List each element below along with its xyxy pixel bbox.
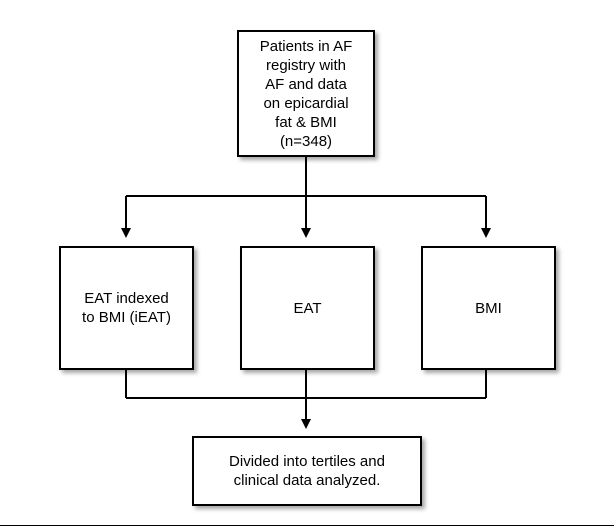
ieat-label: EAT indexed to BMI (iEAT)	[82, 290, 171, 326]
bottom-divider	[0, 525, 614, 526]
ieat-box: EAT indexed to BMI (iEAT)	[59, 246, 194, 370]
result-box: Divided into tertiles and clinical data …	[192, 436, 422, 506]
eat-label: EAT	[293, 299, 322, 317]
source-patients-box: Patients in AF registry with AF and data…	[237, 30, 375, 157]
source-patients-label: Patients in AF registry with AF and data…	[259, 37, 353, 150]
bmi-label: BMI	[475, 299, 502, 317]
result-label: Divided into tertiles and clinical data …	[229, 453, 385, 489]
bmi-box: BMI	[421, 246, 556, 370]
eat-box: EAT	[240, 246, 375, 370]
